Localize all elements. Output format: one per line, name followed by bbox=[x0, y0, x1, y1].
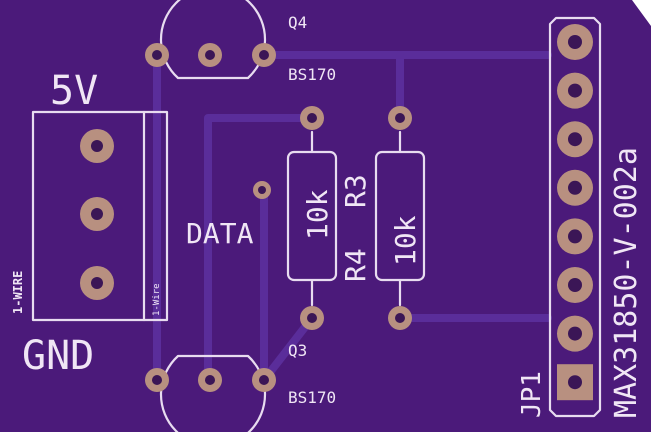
label-5v: 5V bbox=[50, 68, 98, 114]
label-1wire-side: 1-WIRE bbox=[11, 271, 25, 314]
r3-value-label: 10k bbox=[389, 215, 422, 266]
jp1-pin-drill-7 bbox=[568, 326, 582, 341]
r4-body bbox=[286, 150, 338, 282]
jp1-pin-drill-3 bbox=[568, 132, 582, 147]
jp1-pin-drill-8 bbox=[568, 375, 582, 390]
r3-drill-top bbox=[395, 113, 405, 123]
q3-drill-3 bbox=[259, 375, 269, 385]
terminal-outline bbox=[31, 110, 169, 322]
data-via-drill bbox=[258, 186, 266, 194]
q4-name-label: Q4 bbox=[288, 13, 307, 32]
r3-name-label: R3 bbox=[339, 174, 372, 208]
jp1-pin-drill-4 bbox=[568, 180, 582, 195]
resistor-r3[interactable]: 10k R3 bbox=[339, 106, 426, 330]
r4-name-label: R4 bbox=[339, 248, 372, 282]
r4-drill-top bbox=[307, 113, 317, 123]
transistor-q3[interactable]: Q3 BS170 bbox=[145, 341, 336, 432]
q4-drill-1 bbox=[152, 50, 162, 60]
jp1-pin-drill-6 bbox=[568, 278, 582, 292]
jp1-label: JP1 bbox=[517, 371, 547, 418]
r3-body bbox=[374, 150, 426, 282]
q3-part-label: BS170 bbox=[288, 388, 336, 407]
q3-drill-2 bbox=[205, 375, 215, 385]
jp1-pin-drill-1 bbox=[568, 35, 582, 49]
trace-q3-gate bbox=[204, 114, 316, 384]
board-id-label: MAX31850-V-002a bbox=[609, 147, 644, 418]
r3-drill-bottom bbox=[395, 313, 405, 323]
transistor-q4[interactable]: Q4 BS170 bbox=[145, 0, 336, 84]
r4-drill-bottom bbox=[307, 313, 317, 323]
terminal-drill-5v bbox=[91, 140, 103, 152]
label-gnd: GND bbox=[22, 333, 94, 379]
jp1-pins bbox=[557, 24, 593, 401]
data-via[interactable]: DATA bbox=[186, 181, 271, 250]
jp1-pin-drill-5 bbox=[568, 229, 582, 244]
resistor-r4[interactable]: 10k R4 bbox=[286, 106, 372, 330]
q4-drill-2 bbox=[205, 50, 215, 60]
terminal-block-1wire[interactable]: 5V GND 1-WIRE 1-Wire bbox=[11, 68, 169, 379]
r4-value-label: 10k bbox=[301, 189, 334, 240]
copper-traces bbox=[153, 51, 552, 384]
q3-name-label: Q3 bbox=[288, 341, 307, 360]
header-jp1[interactable]: JP1 MAX31850-V-002a bbox=[517, 16, 644, 418]
q4-part-label: BS170 bbox=[288, 65, 336, 84]
label-data: DATA bbox=[186, 217, 254, 250]
terminal-drill-data bbox=[91, 208, 103, 220]
terminal-drill-gnd bbox=[91, 277, 103, 289]
jp1-pin-drill-2 bbox=[568, 83, 582, 98]
q4-drill-3 bbox=[259, 50, 269, 60]
label-1wire-small: 1-Wire bbox=[152, 283, 162, 316]
jp1-outline bbox=[548, 16, 602, 418]
trace-q3-drain bbox=[260, 314, 316, 384]
q3-drill-1 bbox=[152, 375, 162, 385]
